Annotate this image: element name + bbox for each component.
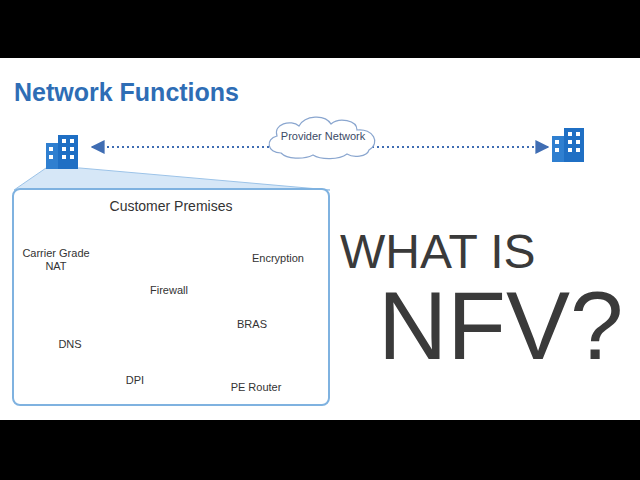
headline: WHAT IS (340, 228, 536, 276)
device-label: Carrier Grade NAT (21, 247, 91, 273)
box-heading: Customer Premises (14, 198, 328, 215)
device-label: Firewall (134, 284, 204, 297)
slide-title: Network Functions (14, 78, 239, 107)
device-label: DPI (105, 374, 165, 387)
building-icon (46, 135, 78, 169)
device-label: PE Router (216, 381, 296, 394)
premises-box: Customer Premises (12, 188, 330, 406)
cloud-node: Provider Network (263, 113, 383, 161)
bottom-bar (0, 420, 640, 480)
device-label: Encryption (238, 252, 318, 265)
headline-big: NFV? (378, 278, 623, 374)
cloud-label: Provider Network (281, 130, 365, 143)
cloud-outline (269, 117, 375, 159)
device-label: DNS (40, 338, 100, 351)
top-bar (0, 0, 640, 58)
building-icon (552, 128, 584, 162)
device-label: BRAS (222, 318, 282, 331)
zoom-callout (14, 168, 330, 190)
